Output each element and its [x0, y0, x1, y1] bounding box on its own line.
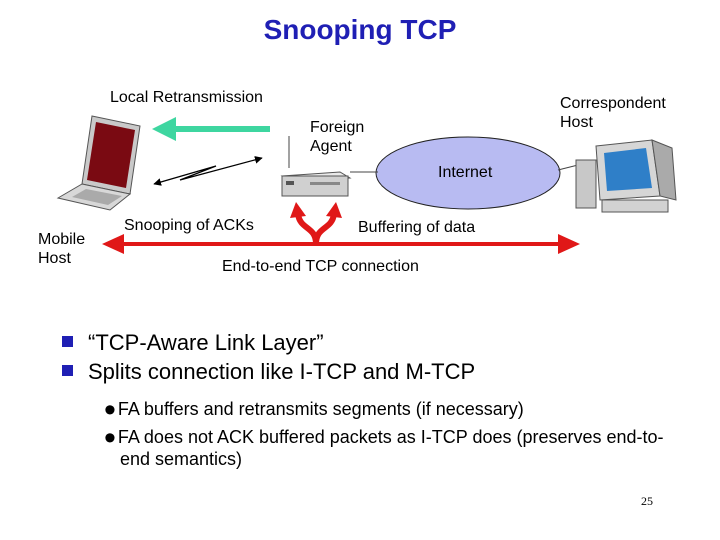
slide-title: Snooping TCP: [263, 14, 457, 45]
local-retransmission-label: Local Retransmission: [110, 89, 263, 106]
end-to-end-arrow: [102, 234, 580, 254]
snooping-acks-label: Snooping of ACKs: [124, 217, 254, 234]
sub-bullet-item: •FA buffers and retransmits segments (if…: [104, 391, 524, 429]
router-icon: [280, 171, 352, 197]
desktop-computer-icon: [575, 139, 677, 213]
mobile-host-label: Mobile Host: [38, 231, 86, 267]
bullet-item: “TCP-Aware Link Layer”: [62, 330, 475, 356]
buffering-label: Buffering of data: [358, 219, 476, 236]
sub-bullet-list: •FA buffers and retransmits segments (if…: [104, 391, 684, 470]
snoop-arrowhead: [290, 202, 306, 218]
bullet-list: “TCP-Aware Link Layer” Splits connection…: [62, 330, 475, 385]
buffer-arrowhead: [326, 202, 342, 218]
bullet-marker-icon: [62, 336, 73, 347]
internet-cloud: [375, 136, 561, 210]
page-number: 25: [641, 494, 653, 508]
sub-bullet-dot-icon: •: [104, 419, 116, 457]
bullet-marker-icon: [62, 365, 73, 376]
laptop-icon: [56, 115, 141, 211]
correspondent-host-label: Correspondent Host: [560, 95, 666, 131]
end-to-end-label: End-to-end TCP connection: [222, 258, 419, 275]
sub-bullet-item: •FA does not ACK buffered packets as I-T…: [104, 419, 664, 469]
snoop-buffer-arrows: [295, 213, 337, 245]
sub-bullet-dot-icon: •: [104, 391, 116, 429]
foreign-agent-label: Foreign Agent: [310, 119, 365, 155]
internet-label: Internet: [438, 164, 493, 181]
local-retransmission-arrow: [152, 117, 270, 141]
bullet-item: Splits connection like I-TCP and M-TCP: [62, 359, 475, 385]
wireless-link-icon: [153, 156, 263, 186]
